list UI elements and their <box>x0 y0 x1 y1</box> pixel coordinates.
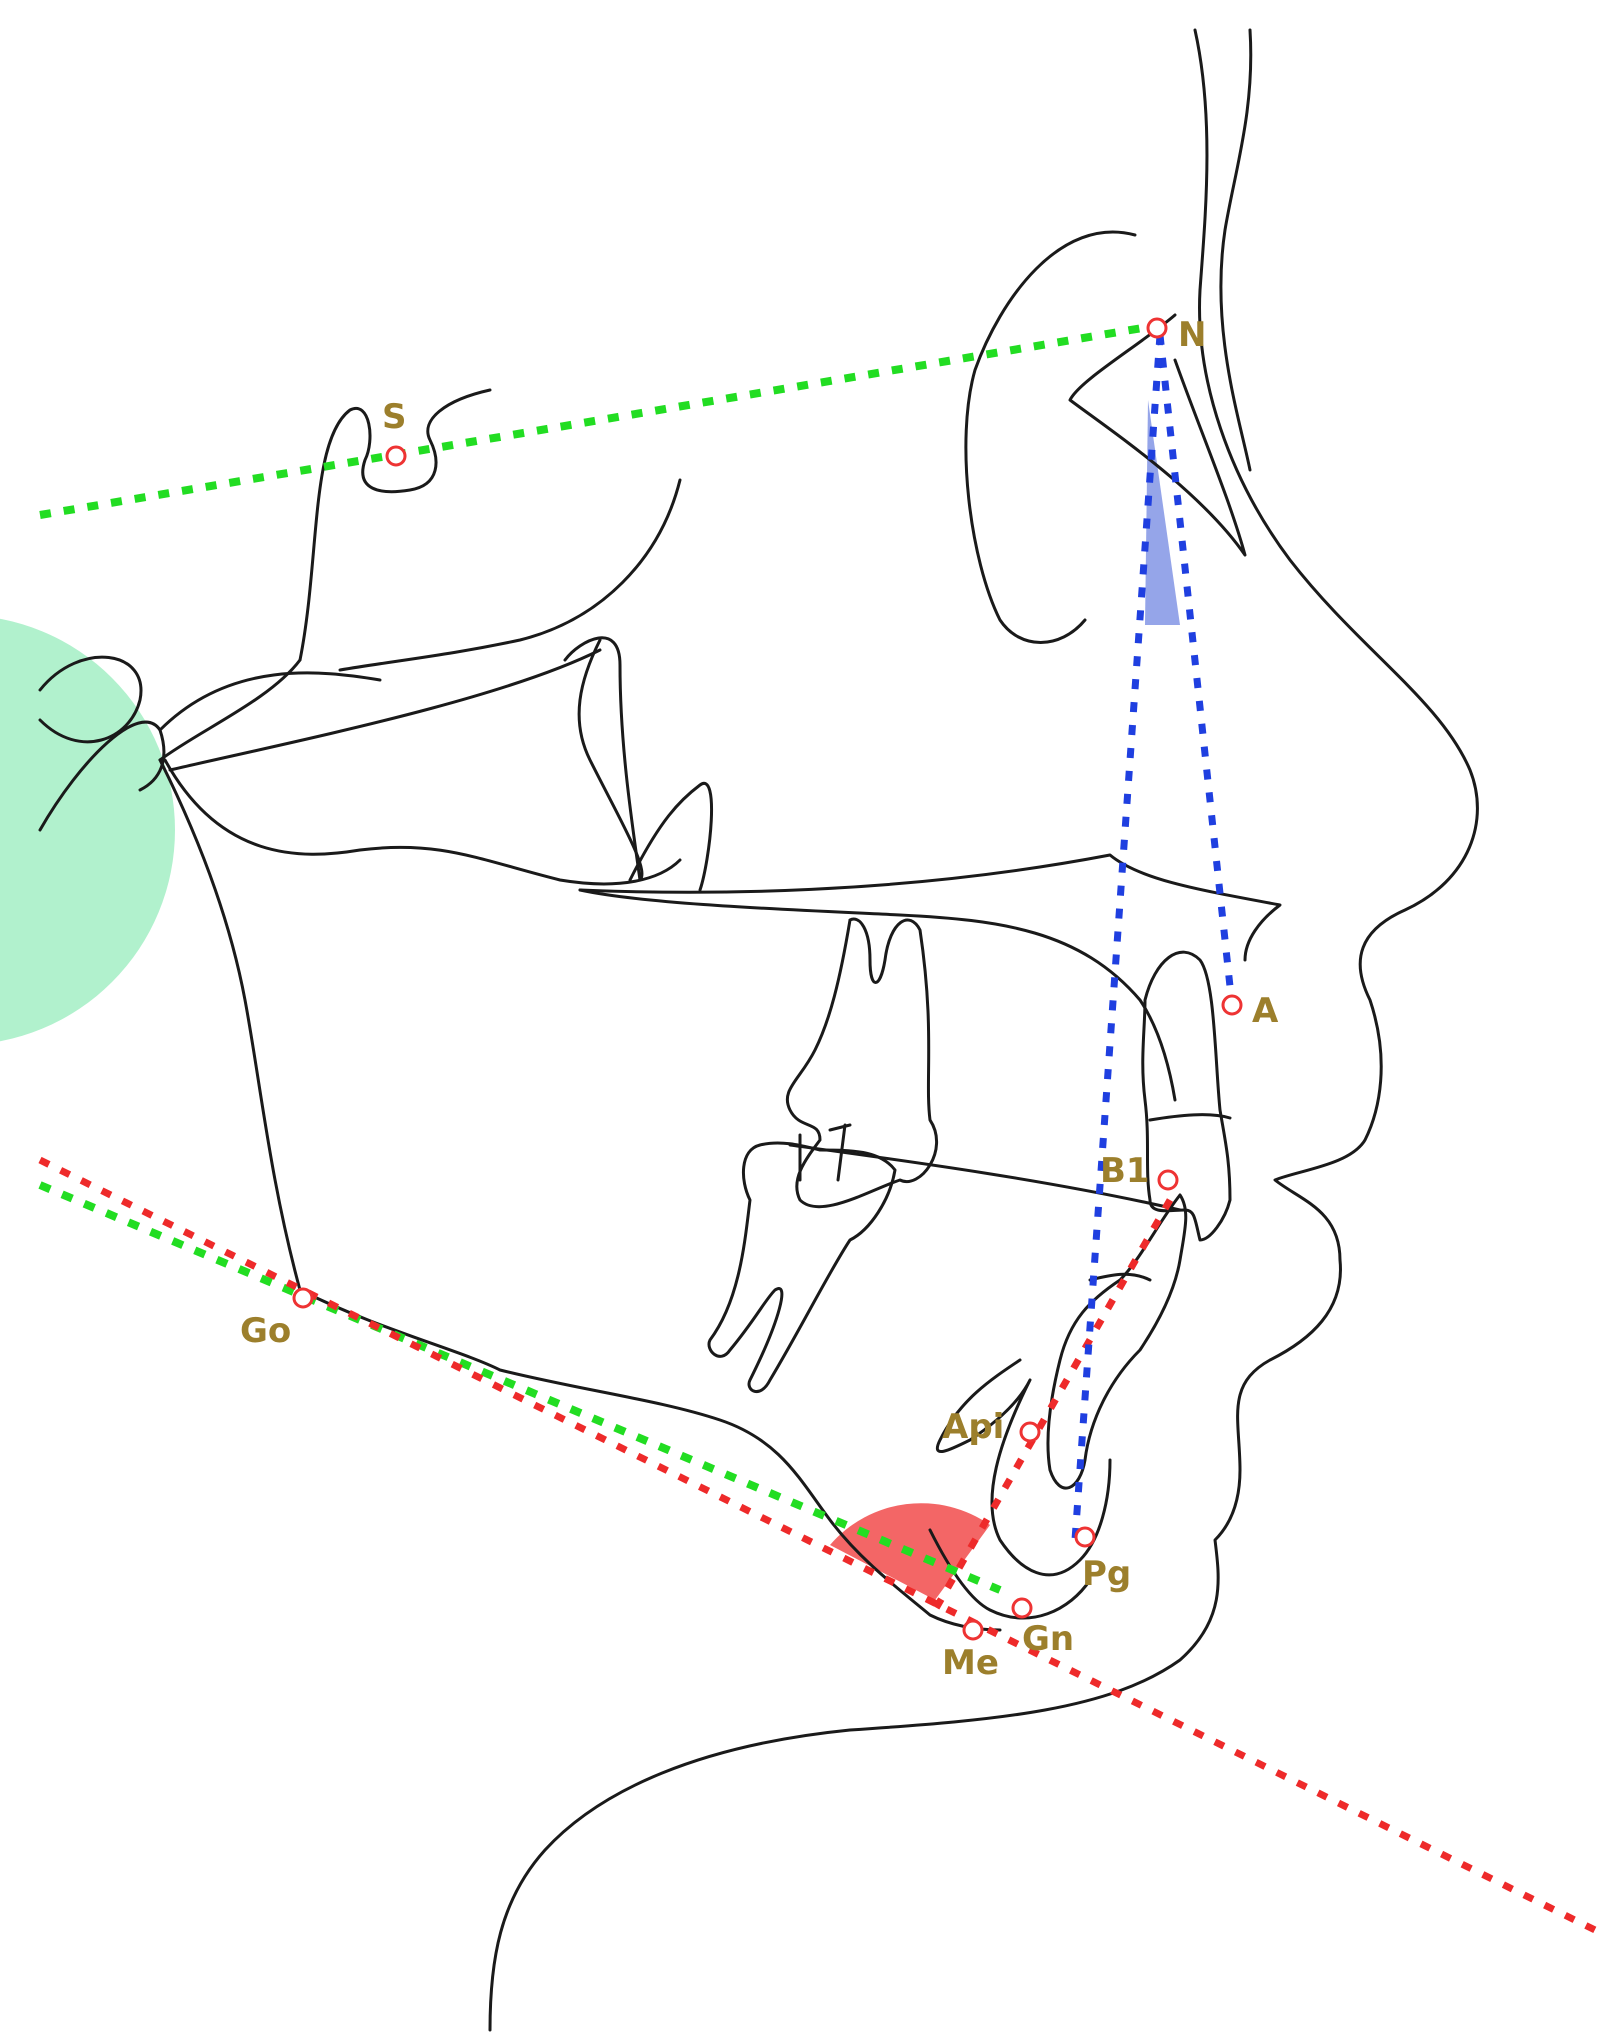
mandibular-plane-green <box>38 1181 1002 1594</box>
sn-line <box>39 321 1161 519</box>
lower-incisor-axis-red <box>931 1198 1174 1612</box>
ramus-posterior-outline <box>158 758 302 1292</box>
pterygoid-outline <box>577 638 644 882</box>
landmark-b1: B1 <box>1100 1151 1179 1191</box>
symphysis-outline <box>935 1358 1112 1577</box>
upper-incisor-outline <box>1141 950 1232 1242</box>
lower-incisor-outline <box>1046 1193 1188 1490</box>
landmark-pg: Pg <box>1074 1526 1131 1594</box>
landmark-gn: Gn <box>1011 1597 1074 1659</box>
n-a-line-blue <box>1156 334 1236 1006</box>
ramus-anterior-outline <box>158 671 382 732</box>
landmarks: S N A B1 Go Api Pg Gn <box>240 315 1279 1683</box>
landmark-label-b1: B1 <box>1100 1151 1150 1191</box>
sella-outline <box>298 388 492 662</box>
mandibular-plane-red <box>38 1156 1597 1934</box>
condyle-outline <box>38 655 143 744</box>
lower-molar-outline <box>707 1141 897 1393</box>
landmark-label-s: S <box>382 397 407 437</box>
landmark-n: N <box>1146 315 1206 355</box>
palate-lower-outline <box>578 888 1177 1102</box>
landmark-label-n: N <box>1178 315 1206 355</box>
sphenoid-outline <box>338 478 682 672</box>
nasal-outline <box>1219 28 1253 472</box>
landmark-a: A <box>1221 991 1279 1031</box>
landmark-go: Go <box>240 1287 314 1351</box>
molar-cusp-marks <box>798 1123 852 1182</box>
landmark-me: Me <box>942 1619 999 1683</box>
landmark-label-pg: Pg <box>1082 1554 1131 1594</box>
pterygomaxillary-outline <box>563 636 642 882</box>
orbit-outline <box>964 230 1137 644</box>
landmark-label-api: Api <box>942 1407 1004 1447</box>
upper-molar-outline <box>785 917 938 1209</box>
upper-incisor-crown-line <box>1148 1113 1232 1122</box>
zygoma-outline <box>163 758 682 886</box>
reference-lines <box>38 321 1597 1934</box>
landmark-label-me: Me <box>942 1643 999 1683</box>
palatal-outline <box>578 853 1282 962</box>
soft-tissue-profile <box>488 28 1479 2032</box>
ear-rod-circle <box>0 618 175 1042</box>
n-b-line-blue <box>1071 334 1164 1541</box>
key-ridge-outline <box>168 648 602 772</box>
zygoma-process-outline <box>628 781 713 892</box>
landmark-label-gn: Gn <box>1022 1619 1074 1659</box>
landmark-api: Api <box>942 1407 1041 1447</box>
articulare-outline <box>38 720 166 832</box>
landmark-s: S <box>382 397 407 467</box>
mandible-lower-border <box>298 1288 1002 1632</box>
landmark-label-a: A <box>1252 991 1279 1031</box>
landmark-label-go: Go <box>240 1311 291 1351</box>
anatomical-outlines <box>38 28 1479 2032</box>
